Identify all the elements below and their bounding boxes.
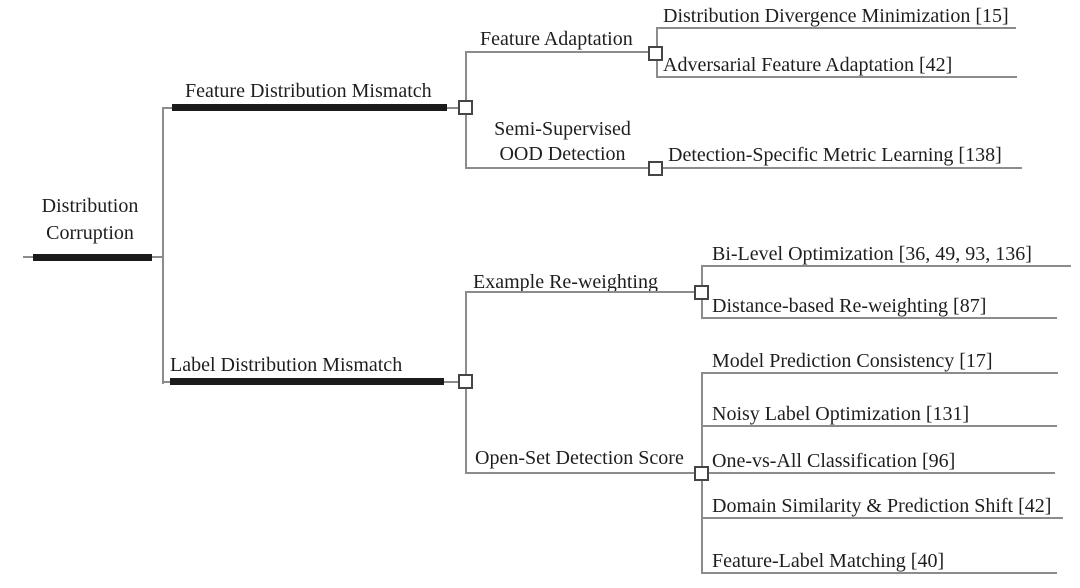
leaf-label: Noisy Label Optimization [131] xyxy=(712,403,970,425)
leaf-underline xyxy=(701,265,1071,267)
node-underline xyxy=(465,291,703,293)
junction-square-icon xyxy=(458,100,473,115)
node-underline xyxy=(465,472,703,474)
leaf-underline xyxy=(701,572,1057,574)
leaf-underline xyxy=(708,472,1055,474)
leaf-label: Bi-Level Optimization [36, 49, 93, 136] xyxy=(712,243,1032,265)
junction-square-icon xyxy=(648,46,663,61)
node-example-reweighting-label: Example Re-weighting xyxy=(473,271,658,293)
leaf-label: One-vs-All Classification [96] xyxy=(712,450,956,472)
node-semi-supervised-ood-detection-label: Semi-Supervised OOD Detection xyxy=(494,118,631,165)
branch-feature-distribution-mismatch-bar xyxy=(172,104,447,111)
node-underline xyxy=(465,51,655,53)
leaf-label: Distance-based Re-weighting [87] xyxy=(712,295,987,317)
trunk-line xyxy=(162,107,164,384)
leaf-label: Distribution Divergence Minimization [15… xyxy=(663,5,1009,27)
junction-square-icon xyxy=(458,374,473,389)
branch-label-distribution-mismatch-bar xyxy=(170,378,444,385)
root-node-bar xyxy=(33,254,152,261)
leaf-label: Detection-Specific Metric Learning [138] xyxy=(668,144,1002,166)
leaf-label: Domain Similarity & Prediction Shift [42… xyxy=(712,495,1052,517)
node-open-set-detection-score-label: Open-Set Detection Score xyxy=(475,447,684,469)
leaf-label: Adversarial Feature Adaptation [42] xyxy=(663,54,953,76)
leaf-underline xyxy=(701,425,1057,427)
branch-feature-distribution-mismatch-label: Feature Distribution Mismatch xyxy=(185,80,432,102)
node-underline xyxy=(465,167,1022,169)
leaf-underline xyxy=(656,76,1017,78)
leaf-underline xyxy=(701,372,1058,374)
root-node-label: Distribution Corruption xyxy=(41,195,139,244)
leaf-label: Model Prediction Consistency [17] xyxy=(712,350,993,372)
leaf-label: Feature-Label Matching [40] xyxy=(712,550,945,572)
leaf-underline xyxy=(656,27,1016,29)
branch-label-distribution-mismatch-label: Label Distribution Mismatch xyxy=(170,354,403,376)
leaf-underline xyxy=(701,317,1057,319)
junction-square-icon xyxy=(694,285,709,300)
junction-square-icon xyxy=(648,161,663,176)
junction-square-icon xyxy=(694,466,709,481)
leaf-underline xyxy=(701,517,1063,519)
node-feature-adaptation-label: Feature Adaptation xyxy=(480,28,633,50)
